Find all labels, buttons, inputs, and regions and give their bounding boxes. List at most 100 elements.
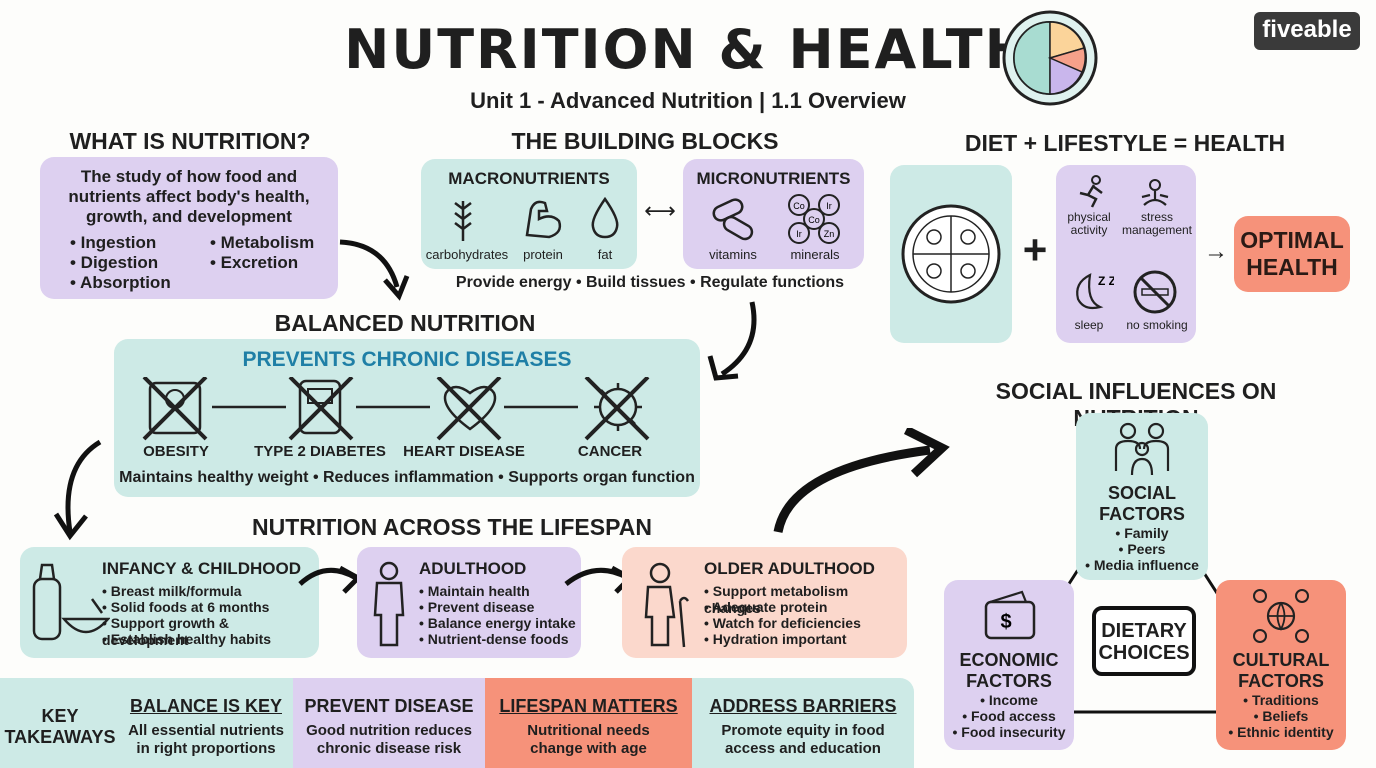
cultural-factors-card: CULTURAL FACTORS • Traditions • Beliefs … — [1216, 580, 1346, 750]
disease-icons-row — [142, 377, 650, 441]
double-arrow-icon: ⟷ — [644, 198, 676, 223]
stage-item: • Support metabolism changes — [704, 583, 849, 616]
takeaway-text: Promote equity in food access and educat… — [721, 722, 885, 757]
disease-label-cancer: CANCER — [577, 443, 643, 460]
mineral-symbol: Co — [808, 215, 820, 225]
nutrition-definition: The study of how food and nutrients affe… — [68, 167, 310, 226]
what-is-heading: WHAT IS NUTRITION? — [69, 128, 311, 154]
takeaway-title: PREVENT DISEASE — [304, 696, 474, 716]
stage-item: • Balance energy intake — [419, 615, 576, 631]
arrow-up-right-icon — [773, 428, 950, 534]
fiveable-logo[interactable]: fiveable — [1254, 12, 1360, 50]
dietary-choices-box: DIETARY CHOICES — [1092, 606, 1196, 676]
takeaway-title: LIFESPAN MATTERS — [499, 696, 678, 716]
disease-label-diabetes: TYPE 2 DIABETES — [254, 443, 386, 460]
takeaways-bg-3 — [485, 678, 692, 768]
factor-stress-management: stress management — [1121, 210, 1193, 237]
food-plate-icon — [901, 204, 1001, 304]
arrow-right-icon: → — [1204, 238, 1228, 265]
adult-person-icon — [373, 561, 405, 647]
macro-label-carbohydrates: carbohydrates — [425, 247, 509, 262]
balanced-heading: BALANCED NUTRITION — [274, 310, 536, 336]
stage-item: • Watch for deficiencies — [704, 615, 861, 631]
takeaways-bg-4 — [692, 678, 914, 768]
stage-card-infancy: INFANCY & CHILDHOOD • Breast milk/formul… — [20, 547, 319, 658]
social-factor-item: • Media influence — [1085, 557, 1199, 573]
stage-item: • Nutrient-dense foods — [419, 631, 569, 647]
mineral-symbol: Co — [793, 201, 805, 211]
page-title: NUTRITION & HEALTH — [344, 18, 1032, 81]
process-item: • Absorption — [70, 273, 171, 292]
wheat-icon — [454, 201, 472, 241]
disease-label-obesity: OBESITY — [143, 443, 209, 460]
stage-card-adulthood: ADULTHOOD • Maintain health • Prevent di… — [357, 547, 581, 658]
economic-factor-item: • Food access — [962, 708, 1056, 724]
mineral-symbol: Zn — [824, 229, 835, 239]
cultural-factors-title: CULTURAL FACTORS — [1232, 650, 1330, 691]
balanced-caption: Maintains healthy weight • Reduces infla… — [119, 469, 695, 486]
social-factor-item: • Family — [1115, 525, 1169, 541]
stage-item: • Prevent disease — [419, 599, 535, 615]
takeaway-title: BALANCE IS KEY — [129, 696, 282, 716]
arrow-down-right-icon — [339, 239, 410, 301]
running-person-icon — [1079, 175, 1103, 208]
oil-drop-icon — [591, 196, 619, 239]
balanced-card: PREVENTS CHRONIC DISEASES OBESITY TYPE 2… — [114, 339, 700, 497]
factor-sleep: sleep — [1074, 318, 1104, 332]
muscle-arm-icon — [525, 200, 562, 239]
dietary-choices-label: DIETARY CHOICES — [1098, 620, 1190, 664]
process-item: • Metabolism — [210, 233, 315, 252]
micronutrients-title: MICRONUTRIENTS — [696, 169, 851, 188]
page-subtitle: Unit 1 - Advanced Nutrition | 1.1 Overvi… — [470, 88, 906, 113]
pills-icon — [712, 198, 754, 241]
no-smoking-icon — [1133, 270, 1177, 314]
arrow-down-icon — [53, 439, 102, 541]
sleep-z-mark: Z Z — [1098, 274, 1114, 288]
meditation-icon — [1141, 179, 1169, 206]
heart-organ-icon — [443, 385, 497, 431]
mineral-symbol: Ir — [796, 229, 802, 239]
economic-factor-item: • Food insecurity — [952, 724, 1066, 740]
balanced-subheading: PREVENTS CHRONIC DISEASES — [242, 348, 572, 371]
what-is-card: The study of how food and nutrients affe… — [40, 157, 338, 299]
macro-label-fat: fat — [597, 247, 613, 262]
diet-lifestyle-heading: DIET + LIFESTYLE = HEALTH — [964, 130, 1286, 156]
family-icon — [1114, 422, 1170, 476]
economic-factor-item: • Income — [980, 692, 1038, 708]
cultural-factor-item: • Ethnic identity — [1228, 724, 1334, 740]
disease-label-heart: HEART DISEASE — [403, 443, 525, 460]
stage-item: • Solid foods at 6 months — [102, 599, 270, 615]
social-factors-title: SOCIAL FACTORS — [1099, 483, 1185, 524]
diet-plate-card — [890, 165, 1012, 343]
economic-factors-card: $ ECONOMIC FACTORS • Income • Food acces… — [944, 580, 1074, 750]
building-blocks-heading: THE BUILDING BLOCKS — [511, 128, 779, 154]
stage-item: • Adequate protein — [704, 599, 828, 615]
process-item: • Ingestion — [70, 233, 157, 252]
minerals-icon: Co Ir Co Ir Zn — [788, 194, 840, 244]
micronutrients-card: MICRONUTRIENTS Co Ir Co Ir Zn vitamins m… — [683, 159, 864, 269]
factor-no-smoking: no smoking — [1126, 318, 1188, 332]
arrow-right-curve-icon — [298, 565, 363, 594]
takeaways-bg-1 — [0, 678, 293, 768]
arrow-down-left-icon — [707, 301, 757, 381]
takeaway-text: Good nutrition reduces chronic disease r… — [306, 722, 472, 757]
process-item: • Digestion — [70, 253, 159, 272]
globe-food-icon — [1253, 589, 1309, 643]
macronutrients-card: MACRONUTRIENTS carbohydrates protein fat — [421, 159, 637, 269]
takeaway-title: ADDRESS BARRIERS — [709, 696, 897, 716]
plate-pie-icon — [1002, 10, 1098, 106]
moon-sleep-icon: Z Z — [1076, 273, 1114, 310]
cultural-factor-item: • Beliefs — [1253, 708, 1309, 724]
stage-item: • Establish healthy habits — [102, 631, 272, 647]
stage-title: INFANCY & CHILDHOOD — [102, 559, 301, 578]
key-takeaways-label: KEY TAKEAWAYS — [4, 706, 116, 747]
micro-label-minerals: minerals — [790, 247, 840, 262]
process-item: • Excretion — [210, 253, 299, 272]
dollar-sign-icon: $ — [1000, 611, 1011, 633]
economic-factors-title: ECONOMIC FACTORS — [959, 650, 1059, 691]
takeaways-bg-2 — [293, 678, 485, 768]
stage-title: OLDER ADULTHOOD — [704, 559, 875, 578]
optimal-health-card: OPTIMAL HEALTH — [1234, 216, 1350, 292]
macro-label-protein: protein — [523, 247, 563, 262]
optimal-health-label: OPTIMAL HEALTH — [1240, 227, 1344, 280]
